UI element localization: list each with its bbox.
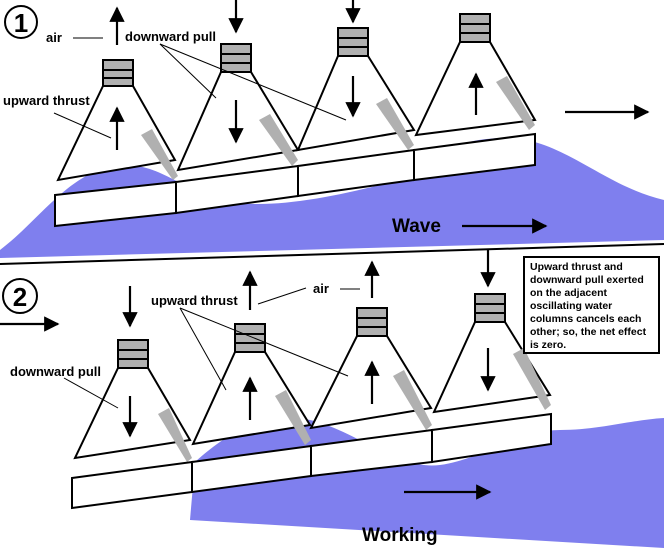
panel-2-number-circle xyxy=(2,278,38,314)
leaders-panel-1 xyxy=(53,37,347,139)
panel-1: 1 air downward pull upward thrust Wave xyxy=(0,0,664,265)
leaders-panel-2 xyxy=(63,287,360,409)
explanation-note: Upward thrust and downward pull exerted … xyxy=(523,256,660,354)
chamber-2-4 xyxy=(431,293,552,464)
panel-divider xyxy=(0,243,664,265)
panel-2-downward-pull-label: downward pull xyxy=(10,364,101,379)
panel-1-number: 1 xyxy=(14,8,28,38)
chamber-1-1 xyxy=(54,59,178,228)
wave-label: Wave xyxy=(392,216,441,237)
arrows-panel-1 xyxy=(109,0,650,234)
chamber-2-1 xyxy=(71,339,193,510)
chamber-1-4 xyxy=(413,13,537,182)
chamber-2-2 xyxy=(191,323,312,494)
panel-1-number-circle xyxy=(4,5,38,39)
panel-2: 2 upward thrust air downward pull Workin… xyxy=(0,250,664,548)
panel-1-downward-pull-label: downward pull xyxy=(125,29,216,44)
chamber-1-3 xyxy=(296,27,416,198)
panel-1-air-label: air xyxy=(46,30,62,45)
panel-2-number: 2 xyxy=(13,282,27,312)
panel-2-upward-thrust-label: upward thrust xyxy=(151,293,238,308)
panel-2-air-label: air xyxy=(313,281,329,296)
working-label: Working xyxy=(362,525,438,546)
arrows-panel-2 xyxy=(0,250,496,500)
panel-1-upward-thrust-label: upward thrust xyxy=(3,93,90,108)
